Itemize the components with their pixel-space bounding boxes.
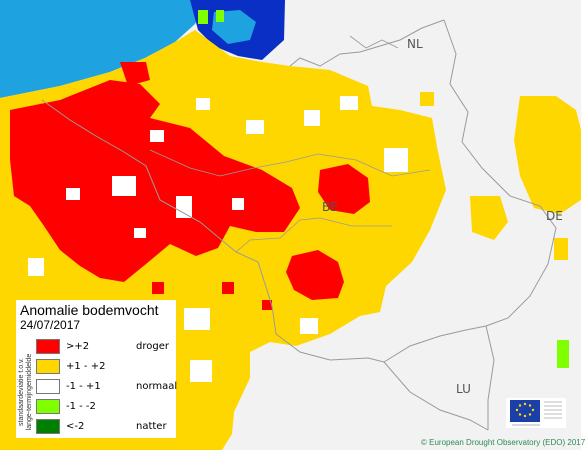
legend-row: >+2 droger [36,338,169,354]
country-border-lu-de [485,325,495,430]
anomaly-pixel-normal [304,110,320,126]
anomaly-zone-yellow [514,96,581,214]
legend-swatch [36,358,60,374]
anomaly-pixel-red [152,282,164,294]
legend-swatch [36,338,60,354]
anomaly-zone-red [10,80,300,282]
legend-word: natter [136,420,167,432]
legend-word: normaal [136,380,178,392]
legend-axis-label-line1: standaardeviatie t.o.v. [18,358,25,426]
country-border-be-de [461,141,557,327]
anomaly-pixel-red [222,282,234,294]
legend-swatch [36,398,60,414]
eu-commission-logo [506,398,566,428]
anomaly-zone-yellow [470,196,508,240]
region-border [349,35,399,49]
legend-title: Anomalie bodemvocht [20,302,159,318]
country-border-lu-fr [383,361,489,431]
wet-pixel [557,340,569,368]
anomaly-pixel-normal [150,130,164,142]
country-label-de: DE [546,209,563,223]
anomaly-zone-red [318,164,370,214]
anomaly-pixel-normal [232,198,244,210]
region-border [149,149,431,177]
anomaly-pixel-normal [66,188,80,200]
country-border-be-lu [383,325,487,363]
legend-range: <-2 [66,420,85,432]
legend-date: 24/07/2017 [20,318,81,332]
country-border-nl-be [289,19,445,67]
legend-range: +1 - +2 [66,360,106,372]
legend-axis-label-line2: lange-termijngemiddelde [26,353,33,431]
anomaly-pixel-normal [134,228,146,238]
anomaly-zone-red [120,62,150,86]
anomaly-pixel-normal [28,258,44,276]
anomaly-pixel-normal [190,360,212,382]
legend-word: droger [136,340,169,352]
legend-range: -1 - +1 [66,380,101,392]
anomaly-pixel-normal [340,96,358,110]
legend-range: >+2 [66,340,90,352]
region-border [235,217,392,253]
legend-range: -1 - -2 [66,400,96,412]
anomaly-pixel-normal [176,196,192,218]
legend-swatch [36,418,60,434]
country-label-be: BE [322,200,338,214]
legend-row: +1 - +2 [36,358,136,374]
anomaly-pixel-red [262,300,272,310]
anomaly-pixel-normal [112,176,136,196]
country-label-lu: LU [456,382,471,396]
anomaly-zone-red [286,250,344,300]
legend-row: -1 - +1 normaal [36,378,177,394]
wet-pixel [216,10,224,22]
country-border-nl-de [443,19,469,143]
legend-swatch [36,378,60,394]
sea-area [0,0,208,98]
legend-row: <-2 natter [36,418,167,434]
anomaly-pixel-yellow [554,238,568,260]
anomaly-pixel-normal [300,318,318,334]
anomaly-pixel-normal [384,148,408,172]
anomaly-pixel-normal [246,120,264,134]
credit-text: © European Drought Observatory (EDO) 201… [421,438,585,447]
anomaly-pixel-yellow [420,92,434,106]
map-legend: Anomalie bodemvocht 24/07/2017 standaard… [16,300,177,438]
legend-row: -1 - -2 [36,398,136,414]
wet-pixel [198,10,208,24]
anomaly-pixel-normal [196,98,210,110]
legend-axis-label: standaardeviatie t.o.v. lange-termijngem… [18,342,34,442]
country-label-nl: NL [407,37,423,51]
anomaly-pixel-normal [184,308,210,330]
